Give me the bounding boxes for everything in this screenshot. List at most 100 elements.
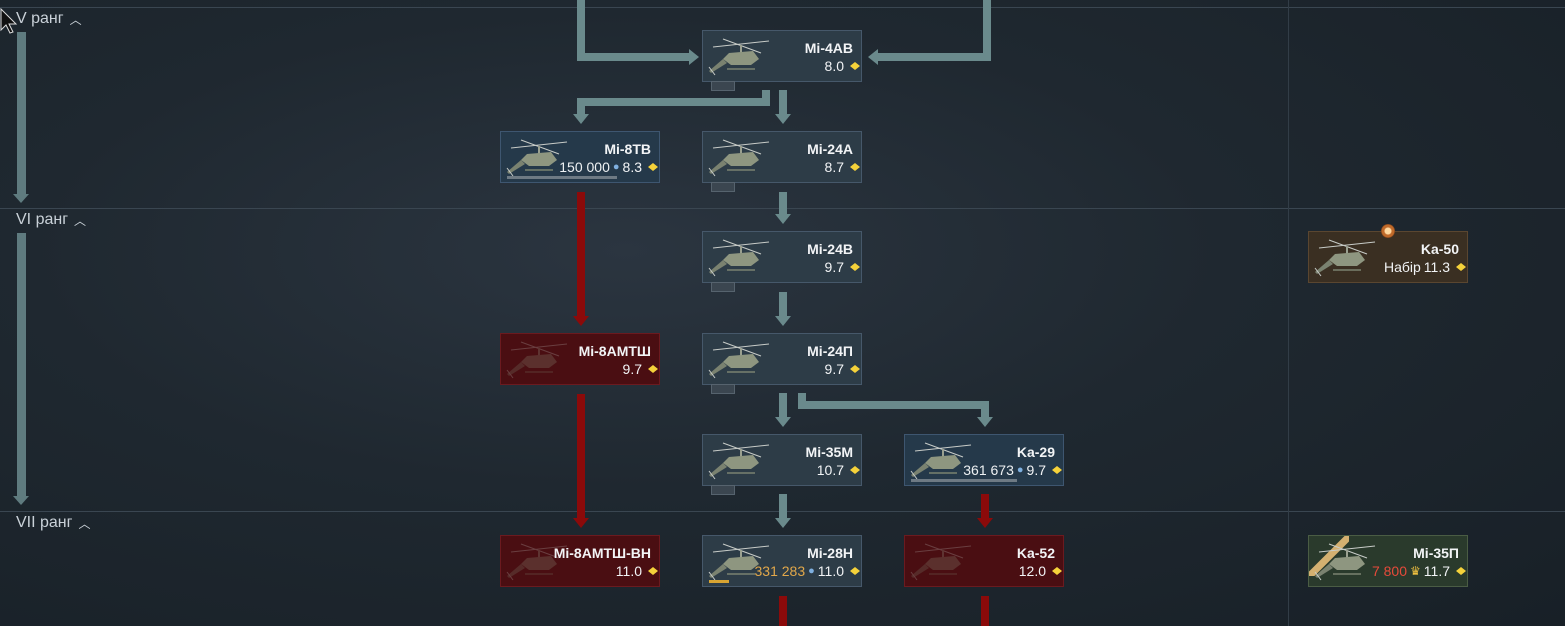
research-drop-icon: ● [808, 565, 815, 577]
battle-rating: 11.7 [1423, 563, 1450, 579]
arrow-down-icon [977, 417, 993, 427]
connector-locked [577, 394, 585, 518]
connector-locked [981, 494, 989, 518]
arrow-left-icon [868, 49, 878, 65]
modifications-tab[interactable] [711, 282, 735, 292]
br-icon [1052, 466, 1062, 474]
pack-label: Набір [1383, 259, 1421, 275]
battle-rating: 8.7 [824, 159, 844, 175]
helicopter-icon [708, 442, 770, 480]
helicopter-icon [708, 139, 770, 177]
arrow-down-icon [775, 417, 791, 427]
connector [779, 292, 787, 316]
helicopter-icon [910, 543, 972, 581]
helicopter-icon [1314, 543, 1376, 581]
br-icon [850, 567, 860, 575]
br-icon [850, 466, 860, 474]
vehicle-name: Mi-8АМТШ [578, 343, 651, 359]
br-icon [850, 365, 860, 373]
modifications-tab[interactable] [711, 182, 735, 192]
purchase-cost: 7 800 [1371, 563, 1408, 579]
vehicle-card-mi28n[interactable]: Mi-28H 331 283●11.0 [702, 535, 862, 587]
connector [981, 401, 989, 417]
br-icon [850, 163, 860, 171]
vehicle-card-mi8amtshvn[interactable]: Mi-8АМТШ-ВН 11.0 [500, 535, 660, 587]
vehicle-card-mi24a[interactable]: Mi-24A 8.7 [702, 131, 862, 192]
rank-6-rail [17, 233, 26, 496]
connector [878, 53, 991, 61]
connector [577, 53, 689, 61]
battle-rating: 9.7 [622, 361, 642, 377]
modifications-tab[interactable] [711, 81, 735, 91]
rank-5-label[interactable]: V ранг︿ [16, 10, 82, 27]
modifications-tab[interactable] [711, 485, 735, 495]
arrow-down-icon [13, 496, 29, 505]
rank-5-rail [17, 32, 26, 194]
arrow-down-icon [573, 114, 589, 124]
vehicle-name: Ka-50 [1420, 241, 1459, 257]
vehicle-name: Mi-35M [805, 444, 853, 460]
br-icon [648, 163, 658, 171]
vehicle-name: Mi-24П [807, 343, 853, 359]
vehicle-name: Mi-8АМТШ-ВН [553, 545, 651, 561]
connector [577, 98, 770, 106]
connector [577, 0, 585, 61]
research-points: 150 000 [559, 159, 610, 175]
vehicle-name: Mi-8ТВ [604, 141, 651, 157]
vehicle-card-ka52[interactable]: Ka-52 12.0 [904, 535, 1064, 587]
battle-rating: 10.7 [816, 462, 844, 478]
connector [779, 192, 787, 214]
br-icon [1052, 567, 1062, 575]
br-icon [850, 62, 860, 70]
connector [983, 0, 991, 61]
battle-rating: 9.7 [824, 259, 844, 275]
br-icon [1456, 567, 1466, 575]
helicopter-icon [708, 239, 770, 277]
research-progress-bar [507, 176, 617, 179]
br-icon [648, 365, 658, 373]
arrow-down-icon [775, 214, 791, 224]
battle-rating: 8.3 [622, 159, 642, 175]
vehicle-card-ka29[interactable]: Ka-29 361 673●9.7 [904, 434, 1064, 486]
rank-7-label[interactable]: VII ранг︿ [16, 514, 91, 531]
chevron-up-icon: ︿ [78, 516, 91, 531]
chevron-up-icon: ︿ [74, 213, 87, 228]
vehicle-name: Ka-52 [1016, 545, 1055, 561]
vehicle-card-mi35m[interactable]: Mi-35M 10.7 [702, 434, 862, 495]
rank-6-label[interactable]: VI ранг︿ [16, 211, 87, 228]
research-progress-bar [709, 580, 729, 583]
vehicle-card-mi24p[interactable]: Mi-24П 9.7 [702, 333, 862, 394]
event-badge-icon [1381, 224, 1395, 238]
chevron-up-icon: ︿ [69, 12, 82, 27]
battle-rating: 12.0 [1018, 563, 1046, 579]
vehicle-card-mi8amtsh[interactable]: Mi-8АМТШ 9.7 [500, 333, 660, 385]
connector-locked [577, 192, 585, 316]
battle-rating: 11.3 [1423, 259, 1450, 275]
vehicle-name: Mi-24A [807, 141, 853, 157]
modifications-tab[interactable] [711, 384, 735, 394]
vehicle-card-mi8tv[interactable]: Mi-8ТВ 150 000●8.3 [500, 131, 660, 183]
arrow-down-icon [775, 316, 791, 326]
vehicle-name: Mi-24В [807, 241, 853, 257]
battle-rating: 11.0 [817, 563, 844, 579]
vehicle-name: Ka-29 [1016, 444, 1055, 460]
br-icon [1456, 263, 1466, 271]
vehicle-card-mi24v[interactable]: Mi-24В 9.7 [702, 231, 862, 292]
vehicle-card-mi35p[interactable]: Mi-35П 7 800♛11.7 [1308, 535, 1468, 587]
helicopter-icon [1314, 239, 1376, 277]
arrow-down-icon [977, 518, 993, 528]
battle-rating: 9.7 [824, 361, 844, 377]
research-points: 331 283 [754, 563, 806, 579]
vehicle-card-mi4av[interactable]: Mi-4АВ 8.0 [702, 30, 862, 91]
battle-rating: 8.0 [824, 58, 844, 74]
helicopter-icon [506, 341, 568, 379]
helicopter-icon [708, 38, 770, 76]
arrow-down-icon [573, 518, 589, 528]
vehicle-name: Mi-35П [1413, 545, 1459, 561]
br-icon [850, 263, 860, 271]
arrow-down-icon [13, 194, 29, 203]
battle-rating: 9.7 [1026, 462, 1046, 478]
connector-locked [981, 596, 989, 626]
connector [798, 401, 988, 409]
